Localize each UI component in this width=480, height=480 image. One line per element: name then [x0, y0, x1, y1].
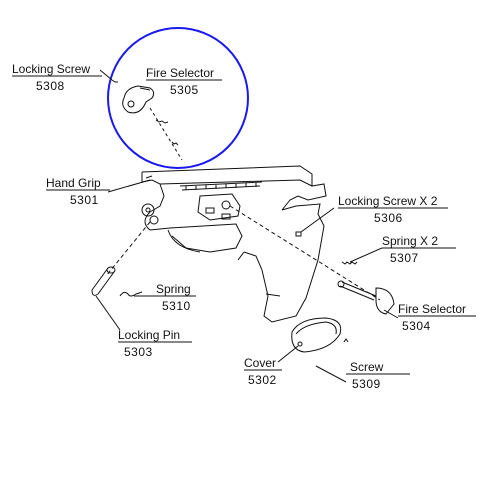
leader-5302: [277, 345, 299, 363]
number-5304: 5304: [402, 319, 431, 333]
number-5308: 5308: [36, 79, 65, 93]
leader-5309: [315, 365, 347, 383]
receiver-frame-drawing: [141, 165, 327, 323]
locking-screw-5306-drawing: [295, 231, 302, 237]
label-underlines: [12, 75, 476, 375]
fire-selector-5305-drawing: [122, 85, 155, 114]
locking-pin-5303-drawing: [91, 266, 116, 296]
screw-5309-drawing: [343, 338, 349, 343]
number-5309: 5309: [352, 377, 381, 391]
label-spring-5307: Spring X 2: [382, 234, 439, 248]
spring-5307-drawing: [341, 261, 358, 265]
label-locking-screw-5308: Locking Screw: [12, 62, 91, 76]
number-5303: 5303: [124, 345, 153, 359]
label-screw-5309: Screw: [350, 360, 384, 374]
number-5305: 5305: [170, 83, 199, 97]
number-5306: 5306: [374, 211, 403, 225]
label-locking-pin-5303: Locking Pin: [118, 328, 181, 342]
locking-screw-5308-drawing: [111, 79, 118, 83]
leader-5306: [300, 207, 335, 233]
assembly-line-selector-right: [229, 205, 381, 301]
label-locking-screw-5306: Locking Screw X 2: [338, 194, 438, 208]
leader-5308: [99, 69, 113, 81]
label-fire-selector-5304: Fire Selector: [398, 302, 467, 316]
assembly-line-pin: [105, 221, 151, 277]
cover-5302-drawing: [291, 317, 342, 353]
spring-small-drawing: [155, 119, 179, 146]
label-hand-grip-5301: Hand Grip: [46, 176, 101, 190]
highlight-circle: [107, 27, 249, 169]
label-spring-5310: Spring: [156, 282, 191, 296]
label-cover-5302: Cover: [244, 356, 277, 370]
number-5301: 5301: [70, 193, 99, 207]
fire-selector-5304-drawing: [337, 280, 395, 315]
number-5302: 5302: [248, 373, 277, 387]
leader-5307: [349, 247, 383, 263]
number-5310: 5310: [162, 299, 191, 313]
number-5307: 5307: [390, 251, 419, 265]
leader-5301: [107, 179, 151, 193]
leader-5304: [383, 309, 399, 319]
assembly-line-selector: [149, 107, 183, 161]
label-fire-selector-5305: Fire Selector: [146, 66, 215, 80]
spring-5310-drawing: [119, 291, 143, 297]
leader-5303: [95, 295, 121, 331]
